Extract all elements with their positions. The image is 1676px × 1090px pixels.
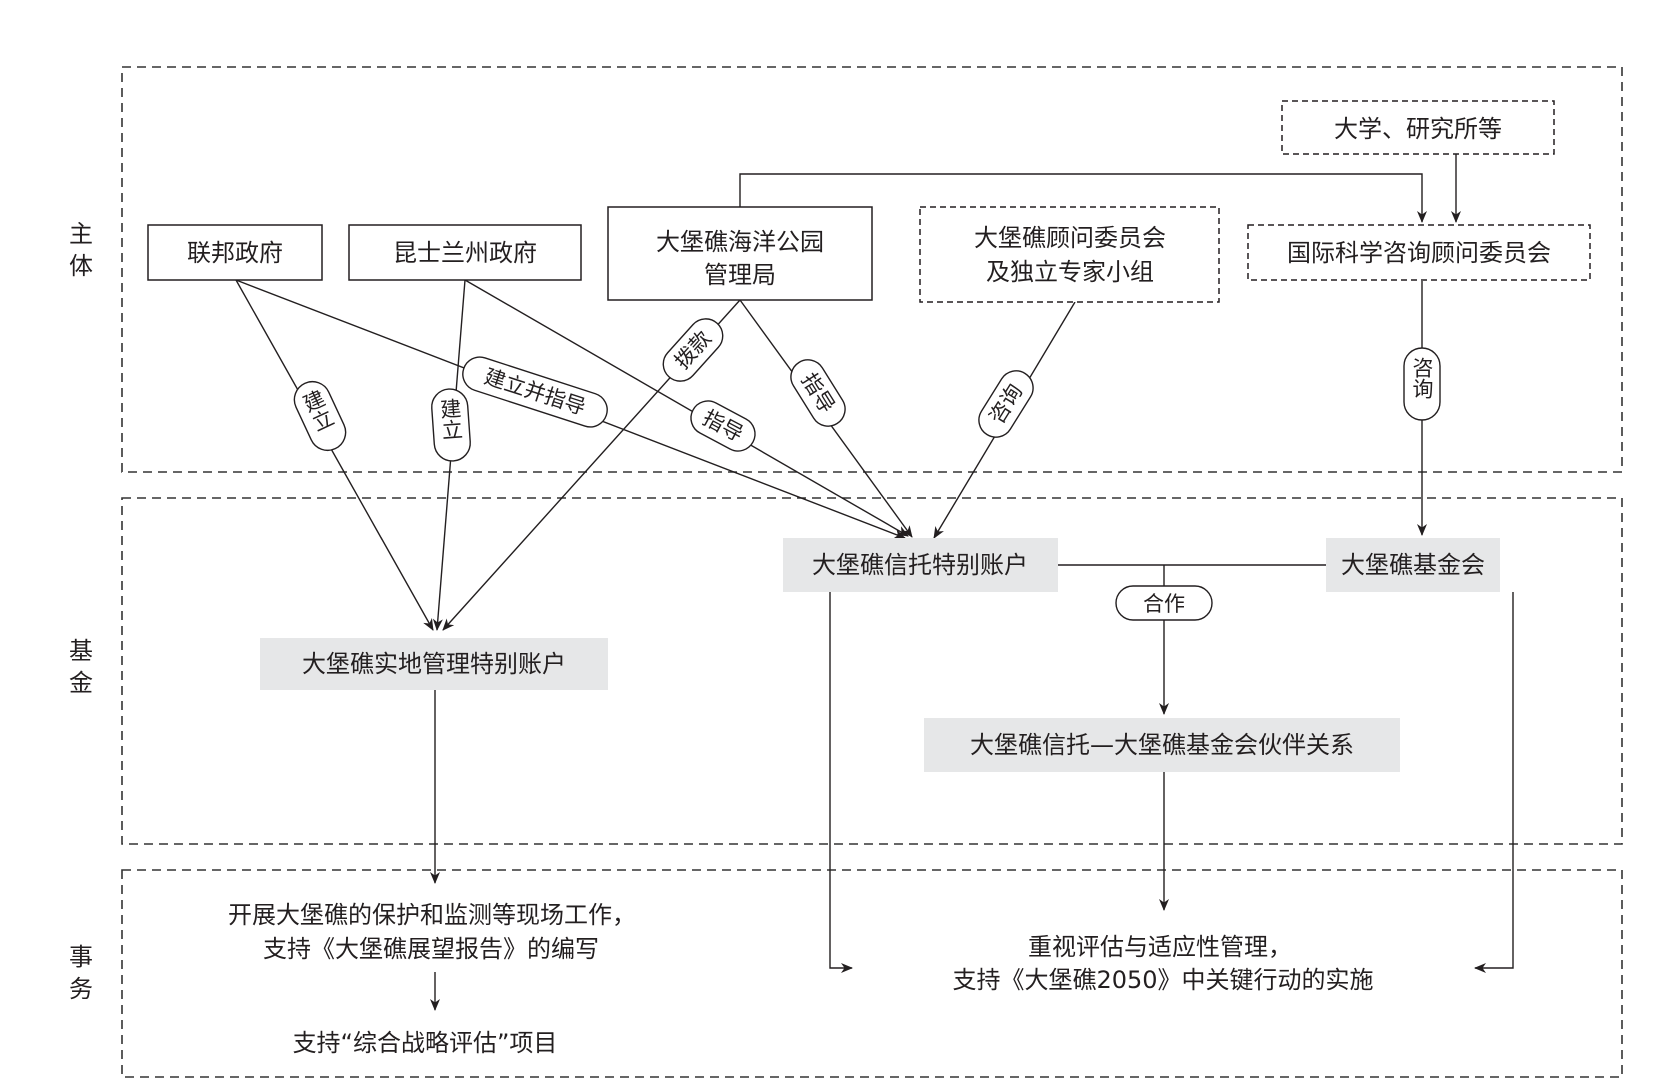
node-intl-committee: 国际科学咨询顾问委员会 xyxy=(1247,224,1591,281)
node-federal-government: 联邦政府 xyxy=(147,224,323,281)
svg-text:大学、研究所等: 大学、研究所等 xyxy=(1334,115,1502,143)
svg-text:咨询: 咨询 xyxy=(1410,357,1434,399)
affair-evaluation-line1: 重视评估与适应性管理， xyxy=(1028,933,1292,961)
node-advisory-committee: 大堡礁顾问委员会 及独立专家小组 xyxy=(919,206,1220,303)
node-universities: 大学、研究所等 xyxy=(1281,100,1555,155)
fund-region xyxy=(121,497,1623,845)
edge-label-guide-2: 指导 xyxy=(790,359,846,427)
node-foundation: 大堡礁基金会 xyxy=(1326,538,1500,592)
svg-text:合作: 合作 xyxy=(1143,592,1185,616)
svg-text:大堡礁基金会: 大堡礁基金会 xyxy=(1341,551,1485,579)
section-label-subject-2: 体 xyxy=(69,252,93,280)
svg-text:大堡礁顾问委员会: 大堡礁顾问委员会 xyxy=(974,224,1166,252)
affairs-region xyxy=(121,869,1623,1078)
section-label-fund-2: 金 xyxy=(69,669,93,697)
svg-text:国际科学咨询顾问委员会: 国际科学咨询顾问委员会 xyxy=(1287,239,1551,267)
edge-label-consult-1: 咨询 xyxy=(978,370,1034,438)
edge-label-consult-2: 咨询 xyxy=(1403,347,1441,421)
node-queensland-government: 昆士兰州政府 xyxy=(348,224,582,281)
node-gbrmpa: 大堡礁海洋公园 管理局 xyxy=(607,206,873,301)
section-label-affairs-2: 务 xyxy=(69,975,93,1003)
edge-label-establish-guide: 建立并指导 xyxy=(462,356,608,428)
affair-field-work-line1: 开展大堡礁的保护和监测等现场工作， xyxy=(228,901,636,929)
svg-text:大堡礁信托特别账户: 大堡礁信托特别账户 xyxy=(812,551,1028,579)
edge-label-establish-2: 建立 xyxy=(431,388,471,462)
svg-text:建立: 建立 xyxy=(437,397,464,441)
edge-label-guide-1: 指导 xyxy=(690,400,756,452)
node-trust-account: 大堡礁信托特别账户 xyxy=(783,538,1058,592)
node-field-account: 大堡礁实地管理特别账户 xyxy=(260,638,608,690)
svg-text:及独立专家小组: 及独立专家小组 xyxy=(986,258,1154,286)
svg-text:大堡礁实地管理特别账户: 大堡礁实地管理特别账户 xyxy=(302,650,566,678)
svg-text:大堡礁海洋公园: 大堡礁海洋公园 xyxy=(656,228,824,256)
subject-region xyxy=(121,66,1623,473)
section-label-fund-1: 基 xyxy=(69,637,93,665)
section-label-affairs-1: 事 xyxy=(69,943,93,971)
affair-evaluation-line2: 支持《大堡礁2050》中关键行动的实施 xyxy=(952,966,1373,994)
affair-assessment: 支持“综合战略评估”项目 xyxy=(293,1029,558,1057)
svg-text:昆士兰州政府: 昆士兰州政府 xyxy=(393,239,537,267)
edge-label-establish-1: 建立 xyxy=(293,380,347,452)
edge-label-cooperate: 合作 xyxy=(1115,585,1213,621)
affair-field-work-line2: 支持《大堡礁展望报告》的编写 xyxy=(263,935,599,963)
svg-text:建立并指导: 建立并指导 xyxy=(481,364,588,419)
node-partnership: 大堡礁信托—大堡礁基金会伙伴关系 xyxy=(924,718,1400,772)
svg-text:管理局: 管理局 xyxy=(704,261,776,289)
section-label-subject-1: 主 xyxy=(69,220,93,248)
svg-text:联邦政府: 联邦政府 xyxy=(187,239,283,267)
svg-text:大堡礁信托—大堡礁基金会伙伴关系: 大堡礁信托—大堡礁基金会伙伴关系 xyxy=(970,731,1354,759)
